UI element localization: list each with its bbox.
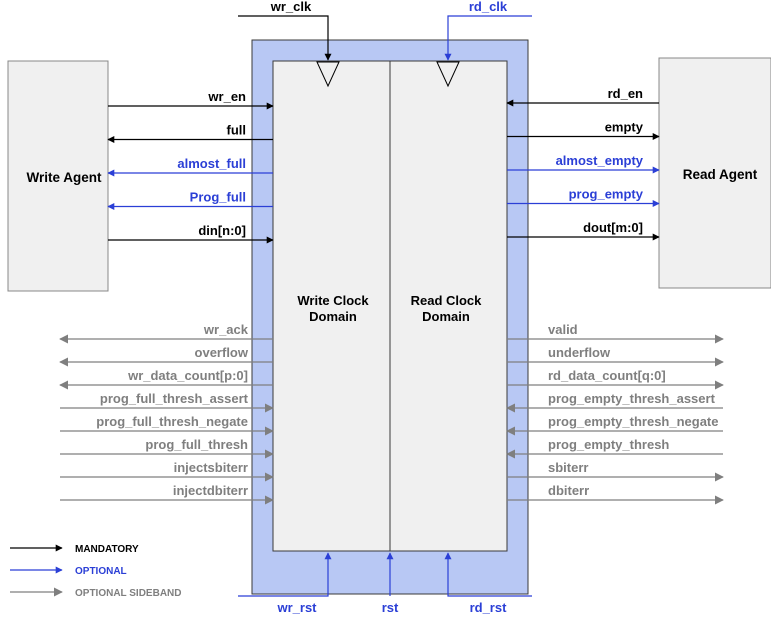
signal-empty-label: empty — [605, 120, 644, 135]
rst-label: rst — [382, 600, 399, 615]
signal-prog-empty-thresh-assert-label: prog_empty_thresh_assert — [548, 391, 716, 406]
signal-wr-data-count-p-0-label: wr_data_count[p:0] — [127, 368, 248, 383]
signal-injectsbiterr-label: injectsbiterr — [174, 460, 248, 475]
rd-clk-triangle — [436, 61, 460, 88]
read-domain-label-1: Read Clock — [411, 293, 483, 308]
signal-overflow-label: overflow — [195, 345, 249, 360]
signal-full-label: full — [227, 123, 247, 138]
legend-mandatory-label: MANDATORY — [75, 544, 139, 555]
signal-din-n-0-label: din[n:0] — [198, 223, 246, 238]
legend-optional-label: OPTIONAL — [75, 566, 127, 577]
signal-dout-m-0-label: dout[m:0] — [583, 220, 643, 235]
signal-almost-empty-label: almost_empty — [556, 153, 644, 168]
signal-prog-empty-label: prog_empty — [569, 187, 644, 202]
read-domain-label-2: Domain — [422, 309, 470, 324]
signal-sbiterr-label: sbiterr — [548, 460, 588, 475]
signal-wr-ack-label: wr_ack — [203, 322, 249, 337]
read-agent-label: Read Agent — [683, 167, 758, 182]
read-agent-box — [658, 57, 771, 289]
signal-almost-full-label: almost_full — [177, 156, 246, 171]
wr-rst-line — [238, 552, 332, 597]
write-domain-label-2: Domain — [309, 309, 357, 324]
read-clock-domain — [389, 60, 508, 552]
wr-clk-label: wr_clk — [270, 0, 312, 14]
legend: MANDATORY OPTIONAL OPTIONAL SIDEBAND — [10, 544, 182, 599]
signal-injectdbiterr-label: injectdbiterr — [173, 483, 248, 498]
signal-valid-label: valid — [548, 322, 578, 337]
rd-clk-label: rd_clk — [469, 0, 508, 14]
wr-clk-line — [238, 15, 332, 61]
signal-prog-empty-thresh-negate-label: prog_empty_thresh_negate — [548, 414, 719, 429]
write-sideband-signals: wr_ack overflow wr_data_count[p:0] prog_ful… — [59, 322, 274, 505]
signal-prog-empty-thresh-label: prog_empty_thresh — [548, 437, 669, 452]
signal-rd-en-label: rd_en — [608, 86, 643, 101]
write-agent-label: Write Agent — [26, 170, 102, 185]
signal-prog-full-label: Prog_full — [190, 190, 246, 205]
wr-rst-label: wr_rst — [276, 600, 317, 615]
signal-prog-full-thresh-negate-label: prog_full_thresh_negate — [96, 414, 248, 429]
signal-dbiterr-label: dbiterr — [548, 483, 589, 498]
rd-rst-line — [444, 552, 532, 597]
read-sideband-signals: valid underflow rd_data_count[q:0] prog_emp… — [506, 322, 724, 505]
signal-prog-full-thresh-assert-label: prog_full_thresh_assert — [100, 391, 249, 406]
signal-rd-data-count-q-0-label: rd_data_count[q:0] — [548, 368, 666, 383]
write-agent-box — [7, 60, 109, 292]
write-domain-label-1: Write Clock — [297, 293, 369, 308]
signal-wr-en-label: wr_en — [207, 89, 246, 104]
rd-rst-label: rd_rst — [470, 600, 508, 615]
write-clock-domain — [272, 60, 391, 552]
signal-prog-full-thresh-label: prog_full_thresh — [145, 437, 248, 452]
legend-sideband-label: OPTIONAL SIDEBAND — [75, 588, 182, 599]
wr-clk-triangle — [316, 61, 340, 88]
rd-clk-line — [444, 15, 532, 61]
signal-underflow-label: underflow — [548, 345, 611, 360]
